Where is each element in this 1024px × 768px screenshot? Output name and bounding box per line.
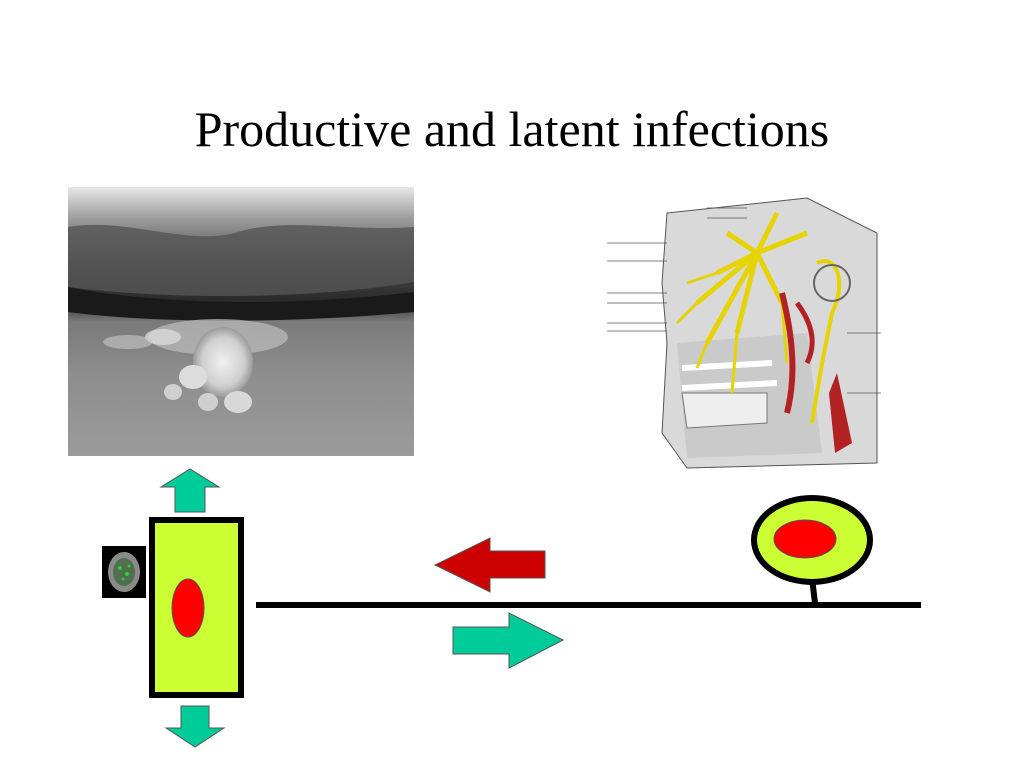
- downward-release-arrow: [164, 705, 226, 748]
- retrograde-transport-arrow: [433, 537, 546, 593]
- epithelial-cell-nucleus: [171, 578, 205, 638]
- lip-lesion-photo: [68, 187, 414, 456]
- neuron-nucleus: [773, 519, 837, 559]
- slide-title: Productive and latent infections: [194, 101, 830, 157]
- cell-micrograph-thumbnail: [102, 546, 146, 598]
- anterograde-transport-arrow: [452, 612, 565, 669]
- upward-release-arrow: [159, 468, 221, 513]
- nerve-anatomy-illustration: [607, 193, 881, 473]
